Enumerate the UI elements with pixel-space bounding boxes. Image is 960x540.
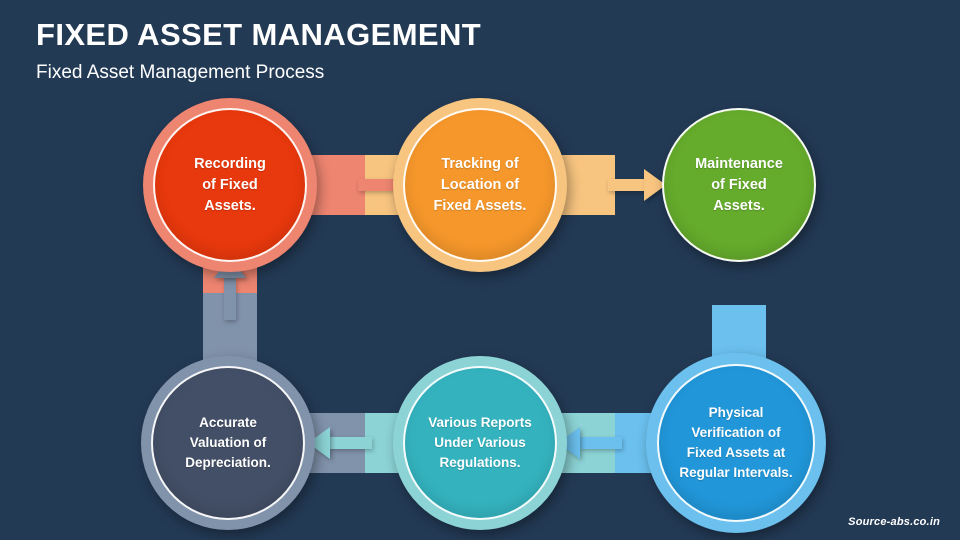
- node-label-line: Verification of: [691, 425, 781, 440]
- process-node-valuation-label: Accurate Valuation of Depreciation.: [177, 413, 279, 473]
- arrow-shaft: [358, 179, 400, 191]
- process-node-tracking-label: Tracking of Location of Fixed Assets.: [426, 154, 535, 217]
- page-subtitle: Fixed Asset Management Process: [36, 62, 325, 83]
- node-label-line: Various Reports: [428, 415, 532, 430]
- node-label-line: of Fixed: [711, 176, 767, 193]
- process-node-recording-label: Recording of Fixed Assets.: [186, 154, 274, 217]
- node-label-line: Maintenance: [695, 155, 783, 172]
- arrow-shaft: [733, 297, 745, 339]
- node-label-line: Depreciation.: [185, 455, 271, 470]
- header: FIXED ASSET MANAGEMENT Fixed Asset Manag…: [36, 16, 736, 86]
- process-node-reports[interactable]: Various Reports Under Various Regulation…: [393, 356, 567, 530]
- process-node-valuation-face: Accurate Valuation of Depreciation.: [151, 366, 305, 520]
- page-title: FIXED ASSET MANAGEMENT: [36, 17, 482, 52]
- arrow-shaft: [580, 437, 622, 449]
- node-label-line: of Fixed: [202, 176, 258, 193]
- arrow-right-icon: [644, 169, 666, 201]
- node-label-line: Assets.: [713, 197, 765, 214]
- node-label-line: Location of: [440, 176, 520, 193]
- node-label-line: Physical: [708, 405, 764, 420]
- arrow-shaft: [608, 179, 650, 191]
- process-node-verification[interactable]: Physical Verification of Fixed Assets at…: [646, 353, 826, 533]
- process-node-maintenance-label: Maintenance of Fixed Assets.: [687, 154, 791, 217]
- process-node-reports-face: Various Reports Under Various Regulation…: [403, 366, 557, 520]
- process-node-tracking-face: Tracking of Location of Fixed Assets.: [403, 108, 557, 262]
- node-label-line: Accurate: [199, 415, 257, 430]
- node-label-line: Valuation of: [189, 435, 267, 450]
- process-node-recording-face: Recording of Fixed Assets.: [153, 108, 307, 262]
- arrow-shaft: [330, 437, 372, 449]
- node-label-line: Fixed Assets.: [433, 197, 527, 214]
- node-label-line: Tracking of: [441, 155, 519, 172]
- node-label-line: Recording: [194, 155, 266, 172]
- process-node-tracking[interactable]: Tracking of Location of Fixed Assets.: [393, 98, 567, 272]
- process-node-recording[interactable]: Recording of Fixed Assets.: [143, 98, 317, 272]
- node-label-line: Assets.: [204, 197, 256, 214]
- process-node-verification-face: Physical Verification of Fixed Assets at…: [657, 364, 815, 522]
- node-label-line: Regulations.: [439, 455, 521, 470]
- process-node-reports-label: Various Reports Under Various Regulation…: [420, 413, 540, 473]
- process-node-valuation[interactable]: Accurate Valuation of Depreciation.: [141, 356, 315, 530]
- arrow-shaft: [224, 278, 236, 320]
- source-label: Source-abs.co.in: [848, 516, 940, 528]
- process-node-verification-label: Physical Verification of Fixed Assets at…: [671, 403, 800, 483]
- node-label-line: Regular Intervals.: [679, 465, 793, 480]
- node-label-line: Under Various: [434, 435, 526, 450]
- process-node-maintenance-face: Maintenance of Fixed Assets.: [662, 108, 816, 262]
- process-node-maintenance[interactable]: Maintenance of Fixed Assets.: [652, 98, 826, 272]
- node-label-line: Fixed Assets at: [686, 445, 786, 460]
